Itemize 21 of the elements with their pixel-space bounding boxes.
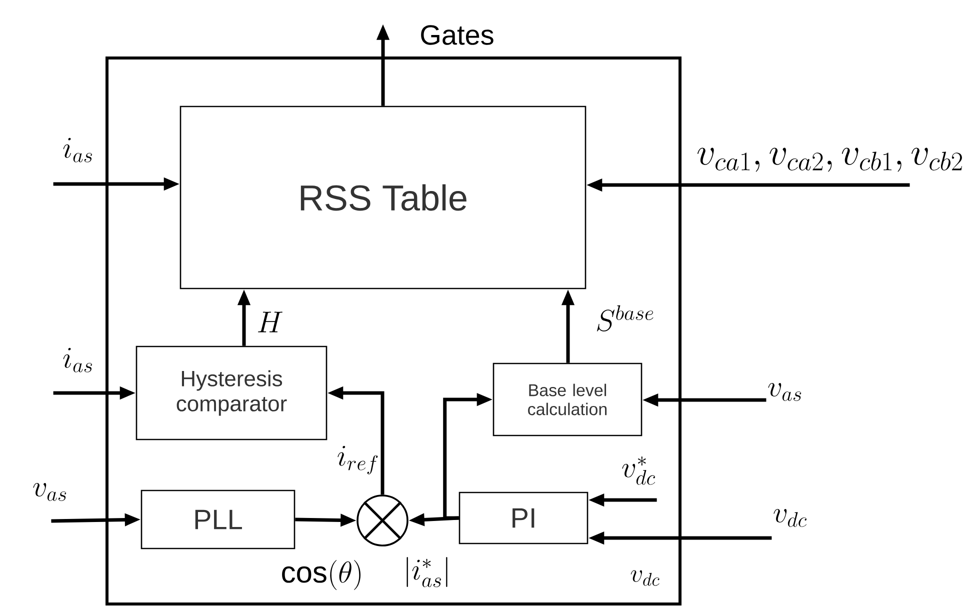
input-label: $v_{as}$ [33,482,66,501]
process-box: PI [458,492,588,544]
input-label: $v_{dc}$ [774,508,807,527]
edge-label: $i_{ref}$ [338,446,378,474]
multiplier-symbol [356,494,408,546]
edge-label: $\left|i^*_{as}\right|$ [406,557,448,588]
process-box: RSS Table [180,106,586,290]
input-label: $i_{as}$ [63,138,92,162]
process-box: Base level calculation [492,362,642,436]
process-box: PLL [140,490,296,550]
outer-box [106,56,682,606]
input-label: $v_{ca1},v_{ca2},v_{cb1},v_{cb2}$ [698,148,962,172]
input-label: $v^*_{dc}$ [622,456,656,485]
edge-label: $H$ [258,312,282,332]
process-box: Hysteresis comparator [136,346,328,440]
input-label: $i_{as}$ [63,348,92,372]
output-label: Gates [421,25,494,45]
edge-label: $S^{base}$ [597,305,654,332]
signal-label: $v_{dc}$ [630,570,660,586]
edge-label: $\cos(\theta)$ [282,560,360,590]
input-label: $v_{as}$ [768,382,802,401]
